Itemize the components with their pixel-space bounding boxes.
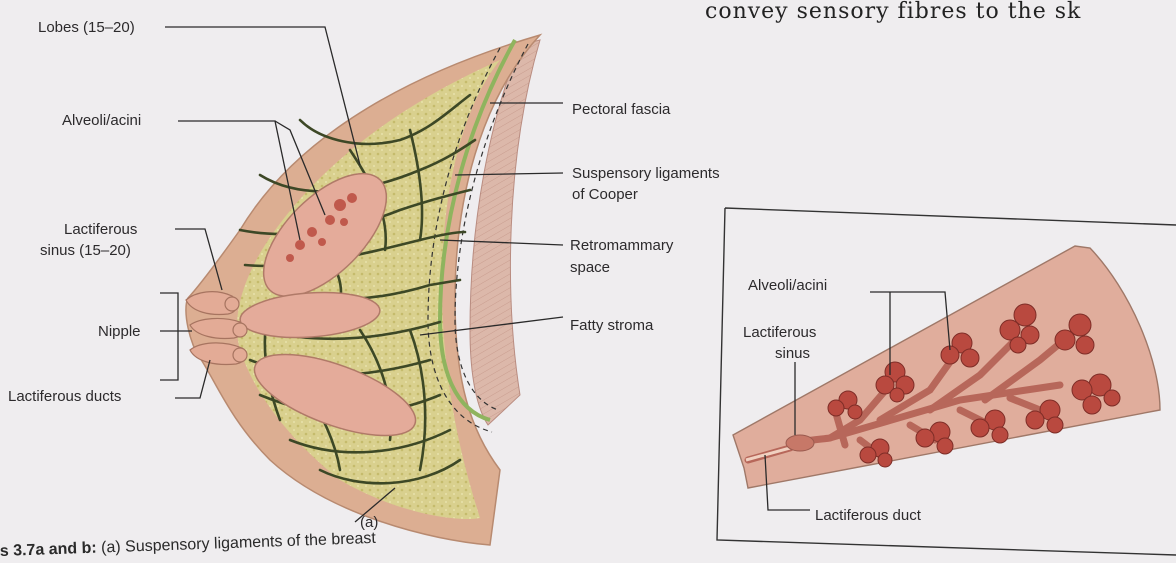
label-alveoli-a: Alveoli/acini [62,112,141,129]
caption-bold: s 3.7a and b: [0,540,97,560]
label-lactiferous-duct: Lactiferous duct [815,507,922,524]
label-retromammary-line2: space [570,259,610,276]
top-body-text: convey sensory fibres to the sk [705,0,1081,24]
label-lactiferous-sinus-line2: sinus (15–20) [40,242,131,259]
label-sinus-b-line1: Lactiferous [743,324,816,341]
nipple-structures [186,292,247,365]
label-retromammary-line1: Retromammary [570,237,674,254]
label-alveoli-b: Alveoli/acini [748,277,827,294]
lactiferous-sinus-b [786,435,814,451]
label-lactiferous-ducts: Lactiferous ducts [8,388,121,405]
label-figure-a-tag: (a) [360,514,378,531]
label-lobes: Lobes (15–20) [38,19,135,36]
label-lactiferous-sinus-line1: Lactiferous [64,221,137,238]
label-nipple: Nipple [98,323,141,340]
label-suspensory-line2: of Cooper [572,186,638,203]
label-pectoral-fascia: Pectoral fascia [572,101,671,118]
label-fatty-stroma: Fatty stroma [570,317,654,334]
label-sinus-b-line2: sinus [775,345,810,362]
label-suspensory-line1: Suspensory ligaments [572,165,720,182]
